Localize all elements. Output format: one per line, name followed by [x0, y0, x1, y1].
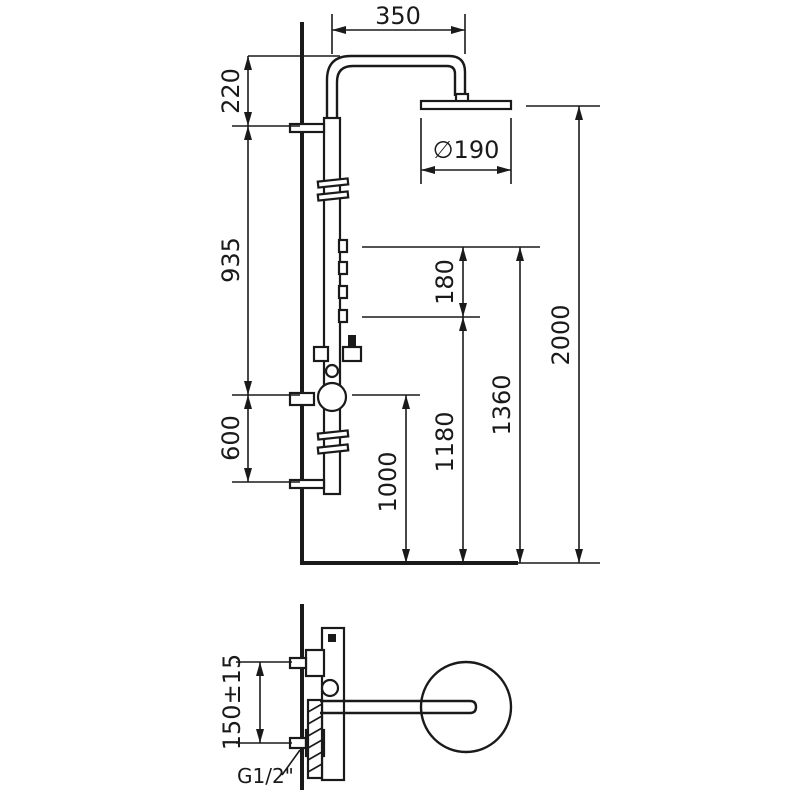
- dim-head-diameter: ∅190: [433, 136, 500, 164]
- holder-clip-bottom: [316, 429, 350, 441]
- connection-spacing-dimension: [236, 661, 292, 744]
- plan-upper-bracket: [304, 648, 326, 678]
- lower-wall-bracket: [288, 478, 326, 490]
- dim-head-offset: 350: [375, 2, 421, 30]
- shower-arm-inner: [335, 64, 457, 118]
- head-diameter-dimension: [420, 118, 512, 184]
- plan-shower-head: [419, 660, 513, 754]
- left-dimension-chain: [232, 55, 340, 483]
- plan-upper-inlet: [288, 656, 308, 670]
- front-elevation: 220 935 600 350 ∅190: [217, 2, 600, 565]
- dim-lower-control-height: 1180: [431, 411, 459, 472]
- holder-clip-top: [316, 177, 350, 189]
- plan-shower-arm: [320, 699, 478, 715]
- thread-size-label: G1/2": [237, 764, 294, 788]
- plan-column-top: [328, 634, 336, 642]
- dim-total-height: 2000: [547, 304, 575, 365]
- dim-upper-span: 935: [217, 237, 245, 283]
- body-jet-2: [337, 260, 349, 276]
- mixer-body: [316, 381, 348, 413]
- body-jet-1: [337, 238, 349, 254]
- body-jet-4: [337, 308, 349, 324]
- dim-upper-control-height: 1360: [488, 374, 516, 435]
- thread-leader: [281, 749, 301, 776]
- body-jet-3: [337, 284, 349, 300]
- diverter-knob: [312, 345, 330, 363]
- holder-peg: [348, 335, 356, 347]
- dim-mixer-height: 1000: [374, 451, 402, 512]
- holder-clip-bottom-2: [316, 443, 350, 455]
- height-dimensions: [352, 105, 600, 564]
- upper-wall-bracket: [288, 122, 326, 134]
- handset-holder: [341, 345, 363, 363]
- dim-control-spacing: 180: [431, 259, 459, 305]
- shower-arm: [325, 54, 467, 118]
- shower-head: [419, 99, 513, 111]
- plan-lower-inlet: [288, 736, 308, 750]
- dim-connection-spacing: 150±15: [218, 654, 246, 750]
- mixer-cap: [324, 363, 340, 379]
- plan-view: 150±15 G1/2": [218, 604, 513, 790]
- dim-head-height: 220: [217, 68, 245, 114]
- plan-mixer-knob: [320, 678, 340, 698]
- mixer-inlet: [288, 391, 316, 407]
- holder-clip-top-2: [316, 190, 350, 202]
- plan-column: [320, 626, 346, 782]
- dim-lower-span: 600: [217, 415, 245, 461]
- arm-reach-dimension: [331, 14, 466, 54]
